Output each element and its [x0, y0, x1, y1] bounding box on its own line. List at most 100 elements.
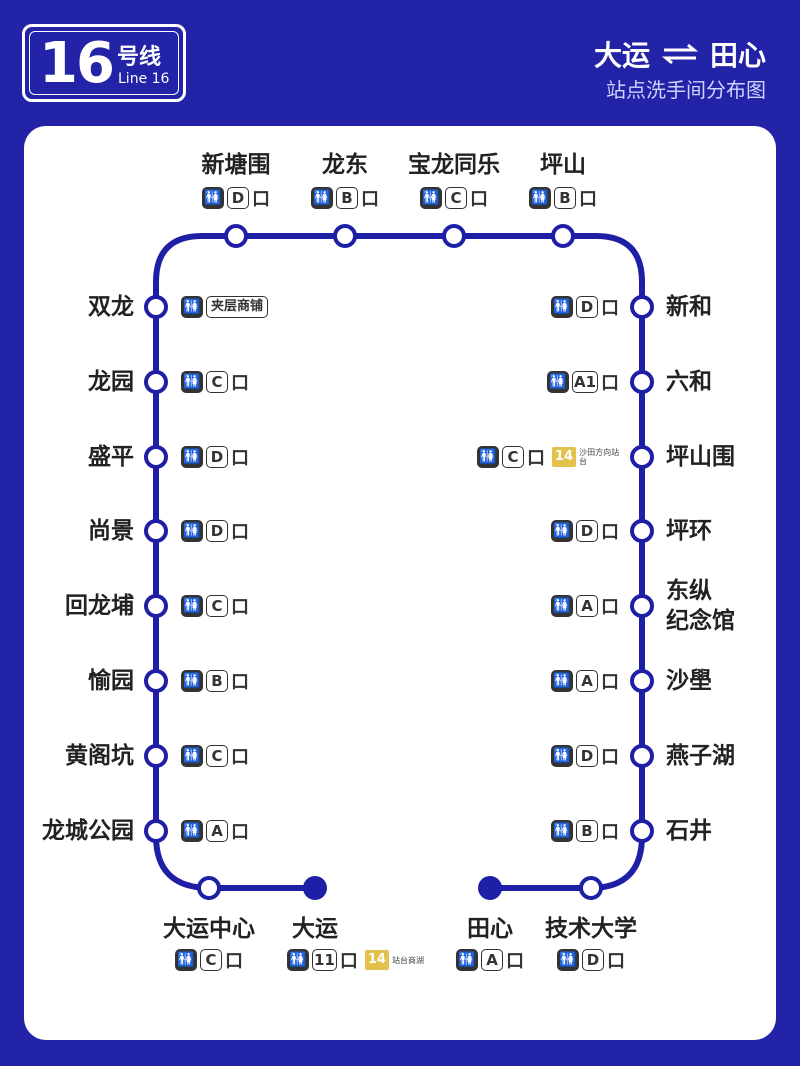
toilet-icon: 🚻: [551, 745, 573, 767]
exit-suffix: 口: [231, 373, 249, 394]
toilet-icon: 🚻: [547, 371, 569, 393]
exit-suffix: 口: [579, 189, 597, 210]
station-node[interactable]: [333, 224, 357, 248]
exit-gate-label: C: [502, 446, 524, 468]
exit-suffix: 口: [601, 672, 619, 693]
station-node[interactable]: [224, 224, 248, 248]
line-14-platform-note: 沙田方向站台: [579, 448, 620, 466]
station-name-line2: 纪念馆: [666, 608, 735, 634]
station-name: 燕子湖: [666, 743, 735, 769]
exit-gate-label: D: [582, 949, 604, 971]
exit-gate-label: 夹层商铺: [206, 296, 269, 318]
toilet-icon: 🚻: [181, 745, 203, 767]
station-node[interactable]: [630, 519, 654, 543]
station-node[interactable]: [579, 876, 603, 900]
exit-gate-label: B: [206, 670, 228, 692]
station-name: 东纵纪念馆: [666, 576, 735, 636]
station-node[interactable]: [144, 445, 168, 469]
exit-gate-label: B: [576, 820, 598, 842]
exit-suffix: 口: [601, 822, 619, 843]
toilet-icon: 🚻: [181, 371, 203, 393]
station-node[interactable]: [630, 295, 654, 319]
route-from: 大运: [593, 39, 650, 72]
exit-gate-label: C: [206, 371, 228, 393]
exit-gate-label: A: [481, 949, 503, 971]
exit-suffix: 口: [601, 298, 619, 319]
exit-suffix: 口: [527, 448, 545, 469]
toilet-icon: 🚻: [551, 520, 573, 542]
line-14-badge: 14: [364, 950, 389, 970]
station-node[interactable]: [630, 445, 654, 469]
logo-inner-border: [29, 31, 179, 95]
map-card: [24, 126, 776, 1040]
station-name: 黄阁坑: [65, 743, 134, 769]
station-name: 大运: [292, 916, 338, 942]
exit-suffix: 口: [231, 597, 249, 618]
station-name: 石井: [666, 818, 712, 844]
toilet-icon: 🚻: [551, 670, 573, 692]
station-name: 回龙埔: [65, 593, 134, 619]
toilet-icon: 🚻: [551, 820, 573, 842]
route-to: 田心: [709, 39, 766, 72]
toilet-icon: 🚻: [557, 949, 579, 971]
station-node[interactable]: [144, 295, 168, 319]
station-node[interactable]: [630, 744, 654, 768]
exit-gate-label: D: [206, 446, 228, 468]
station-node[interactable]: [144, 519, 168, 543]
exit-gate-label: B: [554, 187, 576, 209]
station-node[interactable]: [144, 819, 168, 843]
toilet-icon: 🚻: [181, 520, 203, 542]
station-name: 尚景: [88, 518, 134, 544]
toilet-icon: 🚻: [456, 949, 478, 971]
station-name: 坪环: [666, 518, 712, 544]
exit-gate-label: A: [206, 820, 228, 842]
station-name: 龙园: [88, 369, 134, 395]
line-number: 16: [39, 31, 115, 96]
station-node[interactable]: [197, 876, 221, 900]
station-name: 新和: [666, 294, 712, 320]
exit-gate-label: A1: [572, 371, 599, 393]
toilet-icon: 🚻: [202, 187, 224, 209]
terminal-station-node[interactable]: [478, 876, 502, 900]
station-facility: 🚻夹层商铺: [181, 295, 269, 319]
exit-suffix: 口: [231, 672, 249, 693]
station-node[interactable]: [442, 224, 466, 248]
exit-gate-label: B: [336, 187, 358, 209]
station-node[interactable]: [144, 594, 168, 618]
station-node[interactable]: [630, 669, 654, 693]
station-node[interactable]: [630, 819, 654, 843]
station-name: 盛平: [88, 444, 134, 470]
exit-gate-label: D: [206, 520, 228, 542]
toilet-icon: 🚻: [287, 949, 309, 971]
station-name: 田心: [467, 916, 513, 942]
exit-suffix: 口: [601, 747, 619, 768]
exit-suffix: 口: [231, 522, 249, 543]
station-node[interactable]: [630, 370, 654, 394]
station-node[interactable]: [144, 669, 168, 693]
station-node[interactable]: [144, 370, 168, 394]
station-node[interactable]: [630, 594, 654, 618]
station-node[interactable]: [144, 744, 168, 768]
exit-suffix: 口: [601, 597, 619, 618]
bidirectional-arrow-icon: [661, 43, 699, 65]
station-node[interactable]: [551, 224, 575, 248]
station-name: 六和: [666, 369, 712, 395]
terminal-station-node[interactable]: [303, 876, 327, 900]
exit-gate-label: D: [227, 187, 249, 209]
station-name: 龙东: [322, 152, 368, 178]
